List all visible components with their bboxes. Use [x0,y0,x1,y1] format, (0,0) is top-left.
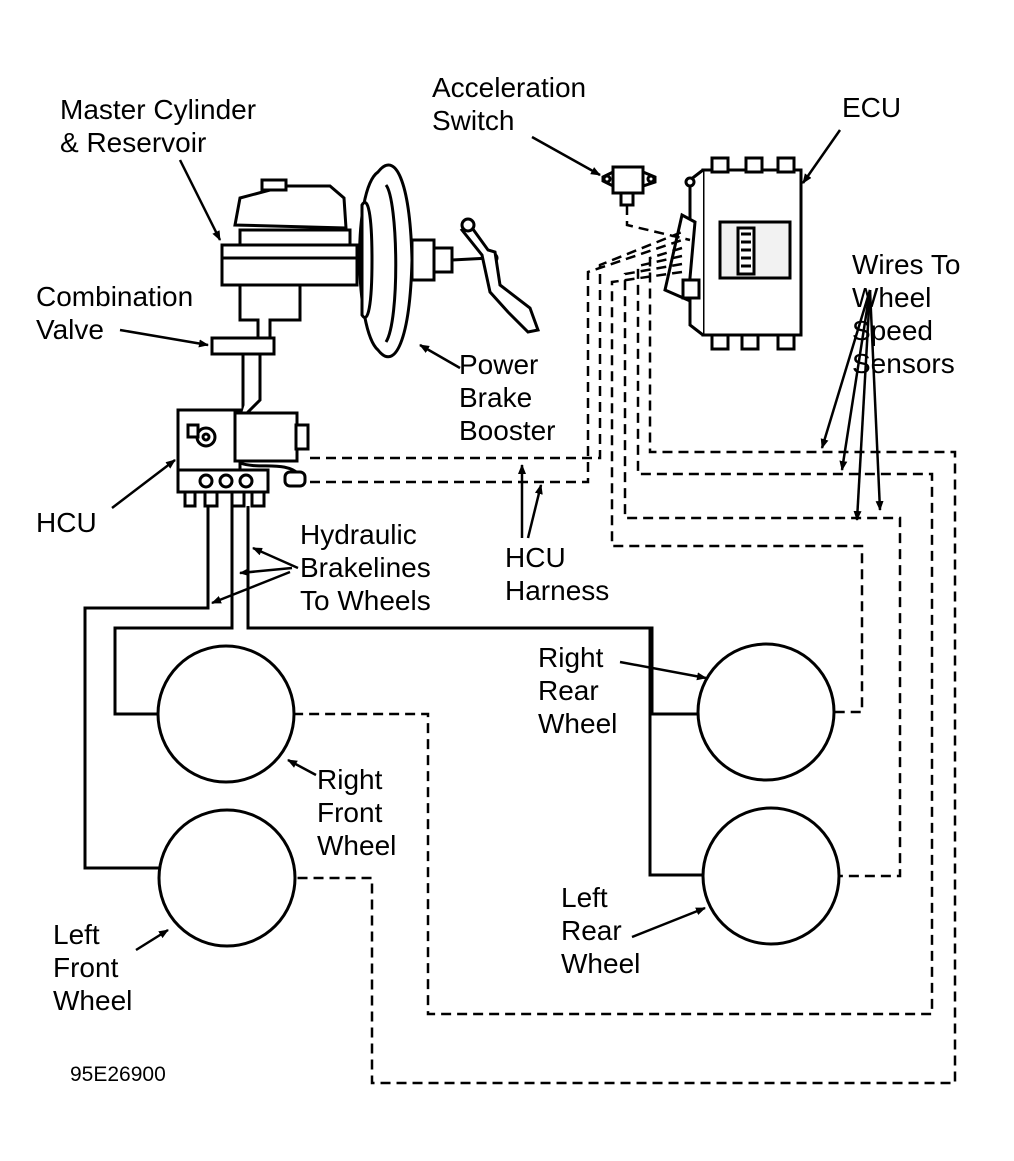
label-hcu-harness: HCU Harness [505,542,610,606]
label-combination-valve: Combination Valve [36,281,194,345]
left-front-wheel [157,808,297,948]
master-cylinder [220,178,359,340]
hydraulic-brakelines [83,506,705,877]
wiring-harness [294,205,957,1085]
hcu-unit [176,408,310,508]
combination-valve [210,336,276,422]
figure-number: 95E26900 [70,1063,166,1086]
right-rear-wheel [696,642,836,782]
label-right-front-wheel: Right Front Wheel [317,764,397,861]
label-wires-to-sensors: Wires To Wheel Speed Sensors [852,249,961,379]
leader-arrows [111,129,884,952]
power-brake-booster [358,163,541,359]
label-left-front-wheel: Left Front Wheel [53,919,133,1016]
label-power-brake-booster: Power Brake Booster [459,349,556,446]
label-acceleration-switch: Acceleration Switch [432,72,587,136]
label-ecu: ECU [842,92,902,123]
acceleration-switch [601,165,657,207]
label-hcu: HCU [36,507,97,538]
left-rear-wheel [701,806,841,946]
label-right-rear-wheel: Right Rear Wheel [538,642,618,739]
right-front-wheel [156,644,296,784]
wheels [156,642,841,948]
label-left-rear-wheel: Left Rear Wheel [561,882,641,979]
ecu-module [663,156,803,351]
label-master-cylinder: Master Cylinder & Reservoir [60,94,257,158]
label-hydraulic-brakelines: Hydraulic Brakelines To Wheels [300,519,431,616]
